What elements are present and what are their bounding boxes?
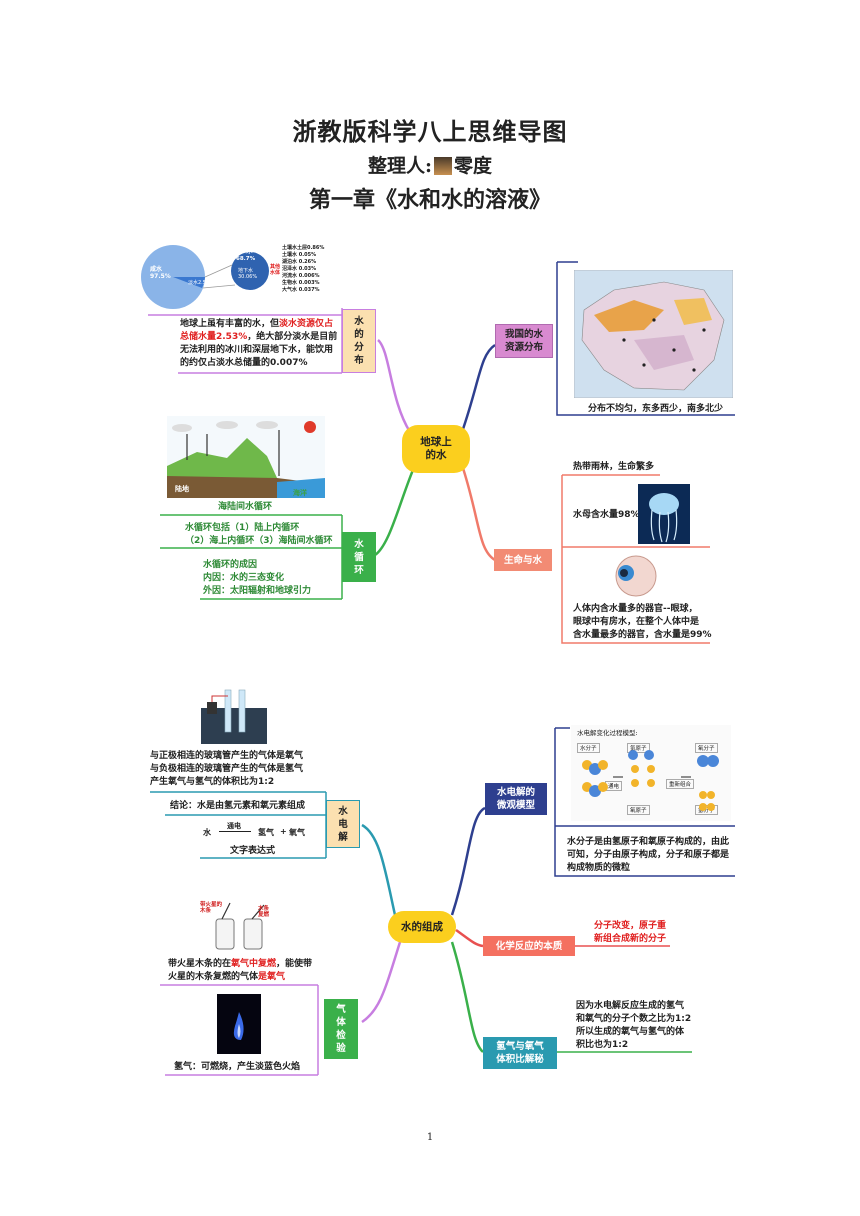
eyeball-image xyxy=(615,555,657,597)
node-micro-model: 水电解的 微观模型 xyxy=(485,783,547,815)
compiler-label: 整理人: xyxy=(367,155,432,177)
node-distribution: 水 的 分 布 xyxy=(342,309,376,373)
eq-water: 水 xyxy=(203,828,211,837)
micro-tag-o2: 氧分子 xyxy=(695,743,718,753)
pie-label-fresh: 淡水2.5% xyxy=(188,280,211,286)
eq-caption: 文字表达式 xyxy=(230,846,276,856)
eq-arrow xyxy=(219,831,251,832)
cycle-label-land: 陆地 xyxy=(175,485,189,493)
node-reaction-essence: 化学反应的本质 xyxy=(483,936,575,956)
pie-label-ground: 地下水 30.06% xyxy=(238,268,258,280)
micro-tag-water: 水分子 xyxy=(577,743,600,753)
page-title: 浙教版科学八上思维导图 xyxy=(292,117,568,146)
cycle-causes: 水循环的成因 内因：水的三态变化 外因：太阳辐射和地球引力 xyxy=(203,560,312,596)
micro-model-image: 水电解变化过程模型: 水分子 氢原子 氧原子 氧分子 氢分子 通电 重新组合 xyxy=(571,725,731,821)
eq-plus: + xyxy=(280,827,287,836)
life-rainforest: 热带雨林，生命繁多 xyxy=(573,462,655,472)
cycle-types: 水循环包括（1）陆上内循环 （2）海上内循环（3）海陆间水循环 xyxy=(185,523,333,546)
life-eye: 人体内含水量多的器官--眼球， 眼球中有房水，在整个人体中是 含水量最多的器官，… xyxy=(573,604,712,640)
jellyfish-image xyxy=(638,484,690,544)
compiler-line: 整理人: 零度 xyxy=(0,151,860,178)
electrolysis-observation: 与正极相连的玻璃管产生的气体是氧气 与负极相连的玻璃管产生的气体是氢气 产生氧气… xyxy=(150,751,304,787)
eq-oxygen: 氧气 xyxy=(289,828,305,837)
micro-img-title: 水电解变化过程模型: xyxy=(577,729,638,737)
micro-description: 水分子是由氢原子和氧原子构成的，由此 可知，分子由原子构成，分子和原子都是 构成… xyxy=(567,837,730,873)
node-life-water: 生命与水 xyxy=(494,549,552,571)
reaction-text: 分子改变，原子重 新组合成新的分子 xyxy=(594,921,667,944)
water-cycle-image xyxy=(167,416,325,498)
micro-tag-o: 氧原子 xyxy=(627,805,650,815)
gas-img-tag-splint: 带火星的 木条 xyxy=(200,902,223,914)
cycle-label-sea: 海洋 xyxy=(293,489,307,497)
distribution-text: 地球上虽有丰富的水，但淡水资源仅占总储水量2.53%，绝大部分淡水是目前无法利用… xyxy=(180,319,338,368)
water-pie-chart xyxy=(141,245,269,309)
avatar-icon xyxy=(434,157,452,175)
hydrogen-test-text: 氢气：可燃烧，产生淡蓝色火焰 xyxy=(174,1062,301,1072)
fresh-water-list: 土壤水土层0.86% 土壤水 0.05% 湖泊水 0.26% 沼泽水 0.03%… xyxy=(282,245,325,293)
micro-molecules xyxy=(582,750,719,811)
pie-label-glacier: 冰川水 68.7% xyxy=(236,249,256,262)
oxygen-test-text: 带火星木条的在氧气中复燃，能使带火星的木条复燃的气体是氧气 xyxy=(168,959,313,982)
china-caption: 分布不均匀，东多西少，南多北少 xyxy=(588,404,724,414)
page-number: 1 xyxy=(426,1132,434,1143)
eq-condition: 通电 xyxy=(227,822,241,830)
node-volume-ratio: 氢气与氧气 体积比解秘 xyxy=(483,1037,557,1069)
gas-img-tag-relight: 木条 复燃 xyxy=(258,906,270,918)
electrolysis-apparatus-image xyxy=(201,689,267,744)
compiler-name: 零度 xyxy=(454,155,493,177)
china-map-image xyxy=(574,270,733,398)
cycle-caption: 海陆间水循环 xyxy=(218,502,273,512)
electrolysis-conclusion: 结论：水是由氢元素和氧元素组成 xyxy=(170,801,306,811)
oxygen-test-image xyxy=(215,902,265,950)
node-water-cycle: 水 循 环 xyxy=(342,532,376,582)
node-china-water: 我国的水 资源分布 xyxy=(495,324,553,358)
word-equation: 水 通电 氢气 + 氧气 xyxy=(203,821,313,841)
eq-hydrogen: 氢气 xyxy=(258,828,274,837)
hydrogen-flame-image xyxy=(217,994,261,1054)
ratio-text: 因为水电解反应生成的氢气 和氧气的分子个数之比为1:2 所以生成的氧气与氢气的体… xyxy=(576,1001,692,1050)
pie-label-salt: 咸水 97.5% xyxy=(150,266,171,280)
micro-tag-h: 氢原子 xyxy=(627,743,650,753)
micro-arrow-label-2: 重新组合 xyxy=(666,779,695,789)
life-jellyfish: 水母含水量98% xyxy=(573,510,640,520)
node-gas-test: 气 体 检 验 xyxy=(324,999,358,1059)
chapter-title: 第一章《水和水的溶液》 xyxy=(308,187,551,213)
center-node-water-composition: 水的组成 xyxy=(388,911,456,943)
center-node-earth-water: 地球上 的水 xyxy=(402,425,470,473)
node-electrolysis: 水 电 解 xyxy=(326,800,360,848)
pie-label-other: 其他 水体 xyxy=(270,264,281,276)
